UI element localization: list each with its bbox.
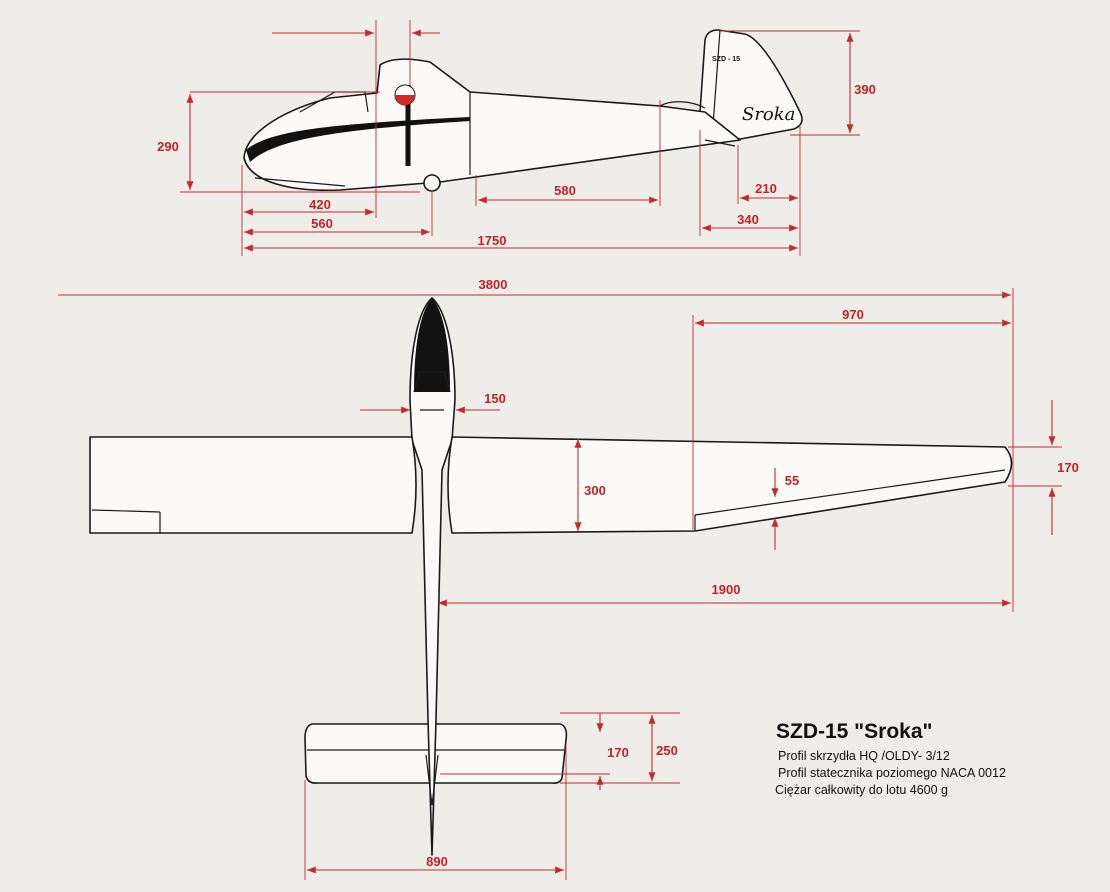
drawing-title: SZD-15 "Sroka" xyxy=(776,720,933,743)
fuselage-top-outline xyxy=(409,297,456,856)
dim-300: 300 xyxy=(584,483,606,498)
dim-970: 970 xyxy=(842,307,864,322)
dim-1750: 1750 xyxy=(478,233,507,248)
left-wing-outline xyxy=(89,436,417,534)
right-wing-outline xyxy=(447,436,1013,534)
dim-170-wingtip: 170 xyxy=(1057,460,1079,475)
wheel xyxy=(423,174,441,192)
fin-outline xyxy=(699,29,803,141)
tailplane-profile-text: Profil statecznika poziomego NACA 0012 xyxy=(778,766,1006,780)
dim-3800: 3800 xyxy=(479,277,508,292)
aileron-hinge xyxy=(694,469,1006,516)
fin-name: Sroka xyxy=(742,104,795,125)
dim-390: 390 xyxy=(854,82,876,97)
fin-registration: SZD - 15 xyxy=(712,56,740,63)
wing-profile-text: Profil skrzydła HQ /OLDY- 3/12 xyxy=(778,749,950,763)
dim-890: 890 xyxy=(426,854,448,869)
fuselage-side-outline xyxy=(243,58,741,192)
dim-290: 290 xyxy=(157,139,179,154)
fuselage-stripe xyxy=(246,117,470,162)
dim-1900: 1900 xyxy=(712,582,741,597)
dim-420: 420 xyxy=(309,197,331,212)
top-view xyxy=(89,297,1013,856)
dim-150: 150 xyxy=(484,391,506,406)
dim-340: 340 xyxy=(737,212,759,227)
dim-55: 55 xyxy=(785,473,799,488)
spec-block: SZD-15 "Sroka" Profil skrzydła HQ /OLDY-… xyxy=(775,720,1006,799)
top-view-dimensions: 3800 970 150 300 55 170 1900 170 250 890 xyxy=(58,277,1079,880)
side-view: SZD - 15 Sroka xyxy=(243,29,803,192)
dim-580: 580 xyxy=(554,183,576,198)
canopy-top xyxy=(414,298,450,392)
dim-560: 560 xyxy=(311,216,333,231)
side-view-dimensions: 290 390 420 560 580 210 340 1750 xyxy=(157,20,876,256)
dim-210: 210 xyxy=(755,181,777,196)
dim-170-elevator: 170 xyxy=(607,745,629,760)
roundel-icon xyxy=(394,84,416,106)
dim-250: 250 xyxy=(656,743,678,758)
weight-text: Ciężar całkowity do lotu 4600 g xyxy=(775,783,949,797)
